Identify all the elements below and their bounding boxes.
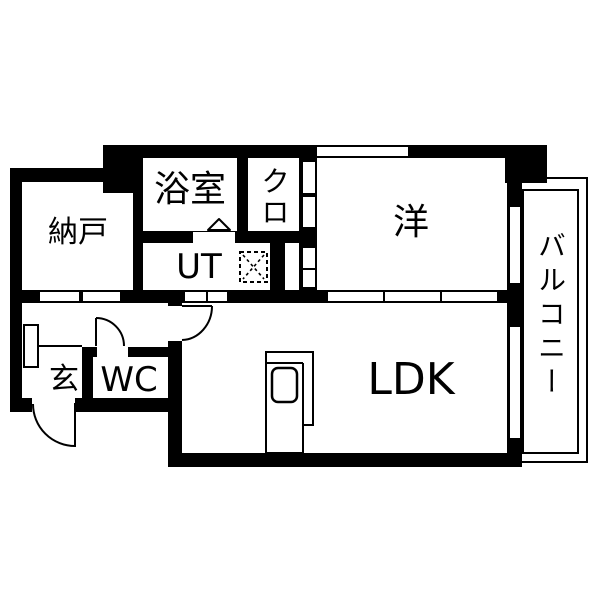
bath-doorway-gap: [193, 232, 235, 243]
shoe-cabinet-icon: [23, 324, 39, 368]
room-label-balcony: バルコニー: [534, 231, 567, 401]
room-label-genkan: 玄: [49, 362, 79, 397]
door-swings: [32, 305, 213, 447]
room-label-utility: UT: [176, 247, 222, 287]
closet-door-slit: [303, 162, 315, 193]
utility-door-slit: [208, 292, 227, 301]
western-ldk-sliding-slit: [328, 292, 383, 301]
closet-door-slit: [303, 197, 315, 227]
western-balcony-window-slit: [510, 207, 520, 283]
wall-bath-closet-divider: [237, 158, 248, 231]
wall-ldk-bottom: [168, 453, 522, 467]
entrance-doorway-gap: [32, 398, 75, 412]
closet-door-slit: [303, 248, 315, 268]
washing-machine-pan-icon: [239, 251, 268, 283]
western-ldk-sliding-slit: [385, 292, 440, 301]
room-label-closet: クロ: [256, 166, 291, 228]
western-top-window-slit: [317, 147, 408, 156]
balcony-inner-rect: [522, 189, 579, 454]
pipe-space-strip: [285, 243, 299, 290]
kitchen-sink-icon: [270, 366, 299, 404]
wall-utility-right: [270, 243, 285, 303]
western-ldk-sliding-slit: [442, 292, 497, 301]
balcony-outer-line: [521, 177, 588, 463]
wall-wc-left: [82, 347, 93, 412]
nando-sliding-door-slit: [40, 292, 79, 301]
ldk-doorway-gap: [168, 306, 182, 341]
utility-door-slit: [185, 292, 206, 301]
balcony-outline: [521, 177, 588, 463]
room-label-ldk: LDK: [367, 354, 455, 405]
room-label-bathroom: 浴室: [153, 169, 227, 210]
wall-nando-bath-divider: [133, 193, 143, 303]
kitchen-counter-icon: [265, 351, 314, 454]
nando-sliding-door-slit: [83, 292, 120, 301]
wc-doorway-gap: [97, 347, 128, 357]
wall-openings: [32, 147, 520, 438]
room-label-nando: 納戸: [48, 215, 108, 250]
entrance-door-swing-arc-icon: [32, 403, 76, 447]
wc-door-swing-arc-icon: [95, 317, 125, 347]
ldk-door-swing-arc-icon: [181, 305, 213, 341]
room-label-toilet: WC: [100, 360, 158, 400]
ldk-balcony-window-slit: [510, 327, 520, 438]
washer-pan-diagonal: [242, 254, 265, 280]
closet-door-slit: [303, 270, 315, 287]
room-label-western-room: 洋: [392, 202, 430, 243]
wall-nando-top: [10, 168, 103, 182]
bath-door-triangle-icon: [207, 218, 231, 231]
wall-ldk-left: [168, 303, 182, 467]
wall-wc-top: [93, 347, 168, 357]
washer-pan-diagonal: [242, 254, 265, 280]
